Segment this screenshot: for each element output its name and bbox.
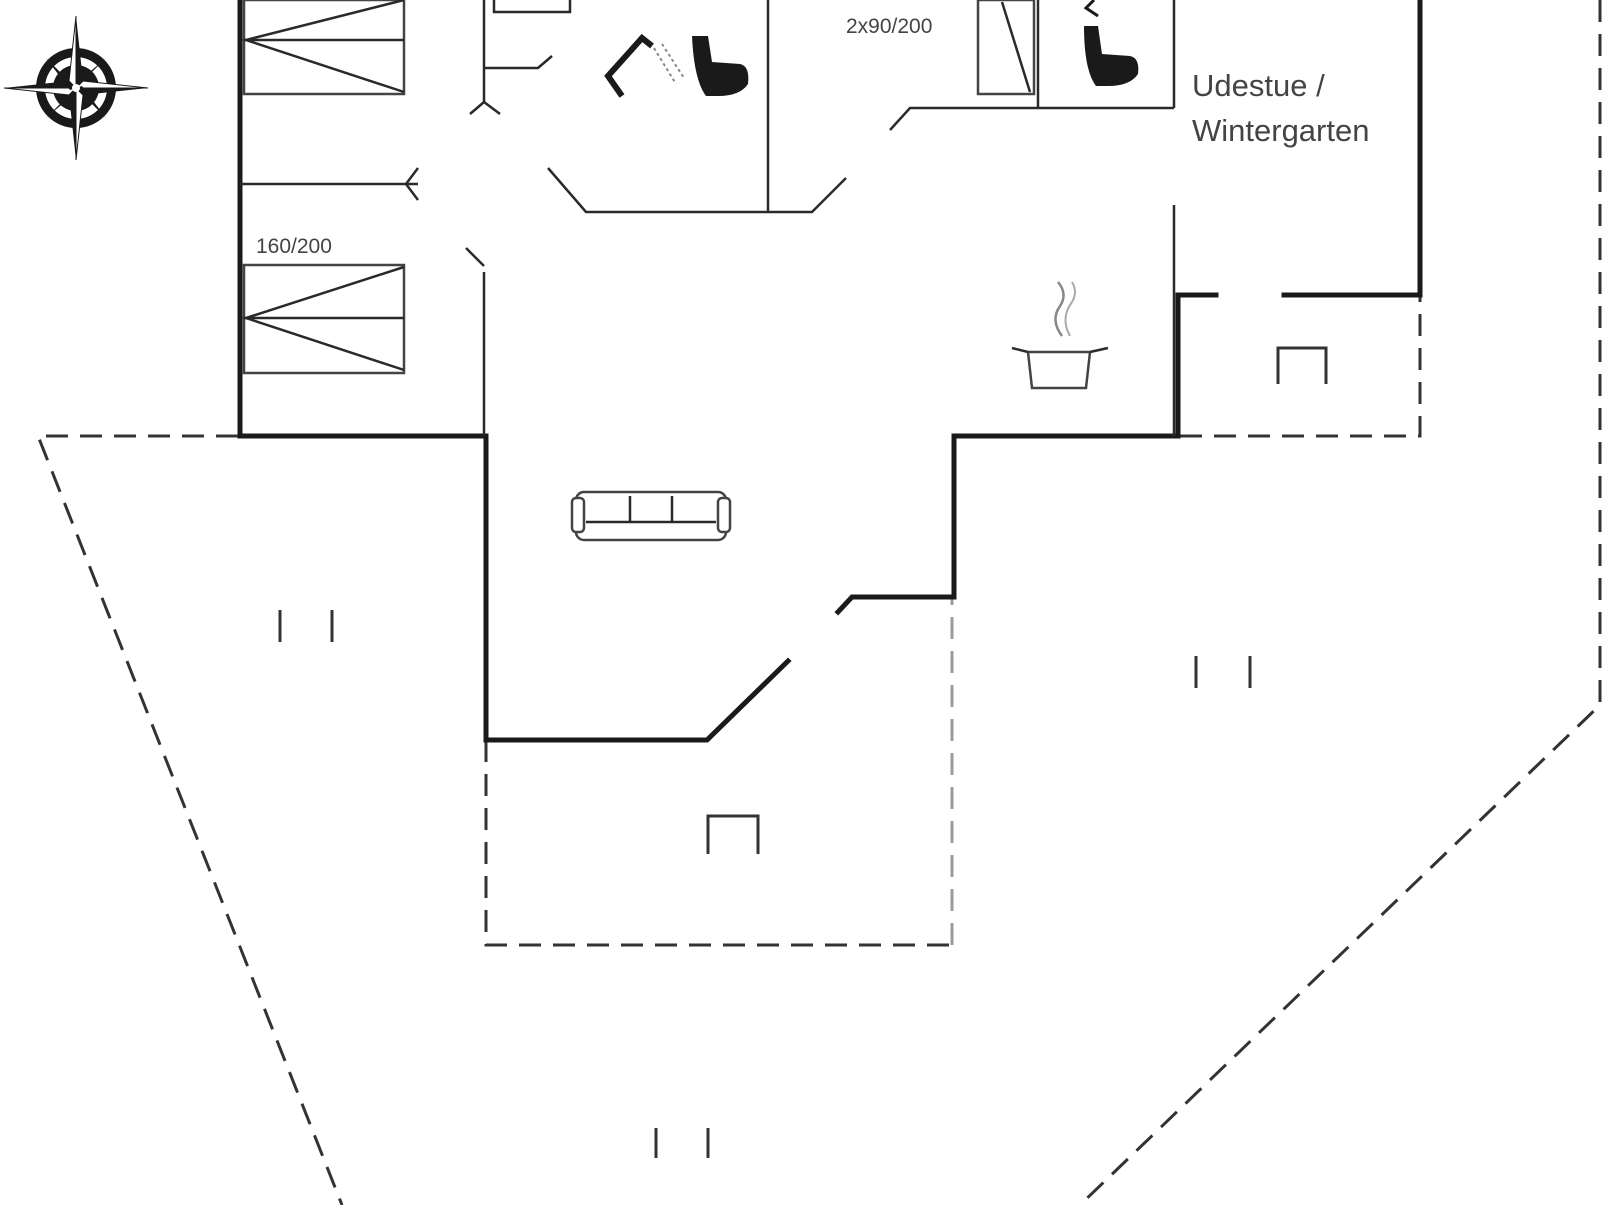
compass-rose-icon <box>3 15 149 161</box>
shelf-top <box>492 0 572 14</box>
wall-conservatory-south <box>1281 0 1423 298</box>
room-label-conservatory-2: Wintergarten <box>1192 113 1369 148</box>
bed-upper-right <box>976 0 1036 96</box>
porch-outline <box>484 740 952 947</box>
sofa-icon <box>570 490 732 542</box>
bed-size-label-single: 160/200 <box>256 235 332 258</box>
door-swing-bedroom <box>404 167 419 201</box>
wall-bathroom-1 <box>547 167 847 214</box>
wall-bathroom-2 <box>889 106 1174 131</box>
toilet-icon <box>692 36 749 96</box>
toilet-icon <box>1083 0 1139 86</box>
covered-terrace-outline <box>1180 295 1422 438</box>
terrace-outline-right <box>1078 0 1602 1205</box>
wall-south-bedroom <box>237 433 792 743</box>
outdoor-marker <box>278 610 334 642</box>
terrace-outline <box>35 434 344 1205</box>
outdoor-marker <box>654 1128 710 1158</box>
door-hall <box>465 247 485 267</box>
outdoor-marker <box>1194 656 1252 688</box>
cooking-pot-icon <box>1011 281 1109 390</box>
hall-shelf <box>484 55 553 70</box>
wall-entry <box>834 292 1219 616</box>
bed-size-label-double: 2x90/200 <box>846 15 932 38</box>
door-hall-top <box>469 100 501 115</box>
bed-lower-left <box>241 263 406 375</box>
bed-upper-left <box>241 0 406 96</box>
garden-chair-icon <box>706 814 760 854</box>
shower-icon <box>604 33 685 98</box>
garden-chair-icon <box>1276 346 1328 384</box>
room-label-conservatory-1: Udestue / <box>1192 68 1325 103</box>
